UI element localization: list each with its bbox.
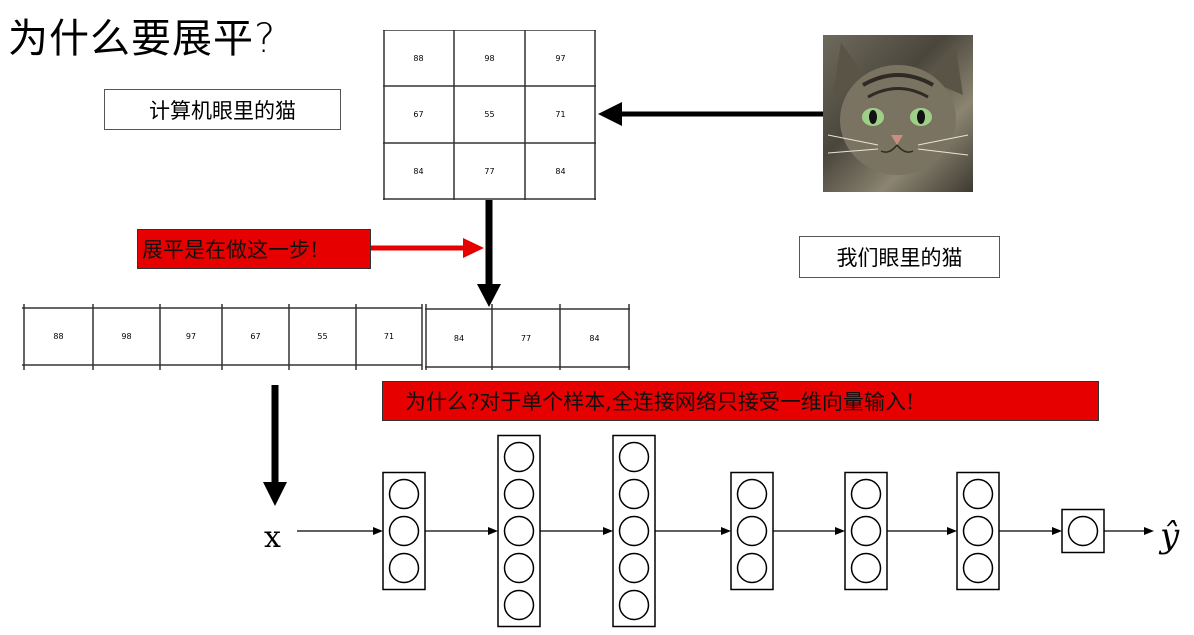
vector-cell: 67 — [250, 332, 261, 341]
layer-box — [844, 471, 888, 591]
neuron — [618, 441, 650, 473]
layer-box — [497, 434, 541, 628]
cat-image — [823, 35, 973, 192]
flat-vector: 88 98 97 67 55 71 84 77 84 — [22, 302, 632, 370]
vector-cell: 84 — [453, 334, 465, 343]
neuron — [736, 515, 768, 547]
matrix-cell: 55 — [484, 110, 495, 119]
neuron — [503, 552, 535, 584]
layer-box — [1061, 508, 1105, 554]
neuron — [618, 552, 650, 584]
pixel-matrix-grid — [383, 30, 596, 200]
layer-connection-arrowhead — [1144, 527, 1154, 535]
layer-connection-arrowhead — [1052, 527, 1062, 535]
arrow-matrix-down — [477, 200, 501, 307]
matrix-cell: 77 — [484, 166, 495, 176]
neuron — [388, 478, 420, 510]
layer-connection-arrowhead — [488, 527, 498, 535]
neuron — [503, 589, 535, 621]
cat-face-illustration — [827, 43, 969, 175]
flatten-note: 展平是在做这一步! — [137, 229, 371, 269]
layer-connection-arrowhead — [947, 527, 957, 535]
vector-cell: 55 — [317, 332, 328, 341]
neuron — [962, 478, 994, 510]
neuron — [618, 589, 650, 621]
matrix-cell: 84 — [413, 166, 424, 176]
neuron — [503, 441, 535, 473]
flat-vector-grid — [22, 304, 630, 370]
neuron — [1067, 515, 1099, 547]
vector-cell: 84 — [589, 334, 600, 343]
layer-connection-arrowhead — [835, 527, 845, 535]
matrix-cell: 88 — [413, 53, 424, 63]
layer-connection-arrowhead — [603, 527, 613, 535]
vector-cell: 77 — [520, 334, 532, 343]
matrix-cell: 98 — [484, 53, 495, 63]
arrow-vector-down — [263, 385, 287, 506]
layer-box — [612, 434, 656, 628]
neuron — [388, 552, 420, 584]
matrix-cell: 67 — [413, 110, 424, 119]
layer-box — [956, 471, 1000, 591]
pixel-matrix: 88 98 97 67 55 71 84 77 84 — [383, 30, 596, 200]
neuron — [962, 515, 994, 547]
neuron — [736, 478, 768, 510]
layer-connection-arrowhead — [721, 527, 731, 535]
neuron — [618, 478, 650, 510]
layer-box — [382, 471, 426, 591]
neuron — [850, 478, 882, 510]
red-arrow — [371, 238, 484, 258]
why-note: 为什么?对于单个样本,全连接网络只接受一维向量输入! — [382, 381, 1099, 421]
neuron — [736, 552, 768, 584]
human-cat-label: 我们眼里的猫 — [799, 236, 1000, 278]
output-yhat-label: ŷ — [1160, 516, 1180, 556]
arrow-cat-to-matrix — [598, 102, 823, 126]
neuron — [962, 552, 994, 584]
neuron — [388, 515, 420, 547]
layer-box — [730, 471, 774, 591]
neuron — [503, 515, 535, 547]
computer-cat-label: 计算机眼里的猫 — [104, 89, 341, 130]
matrix-cell: 97 — [555, 53, 566, 63]
vector-cell: 88 — [53, 332, 64, 341]
page-title: 为什么要展平? — [8, 16, 277, 62]
neuron — [503, 478, 535, 510]
neuron — [850, 552, 882, 584]
neuron — [850, 515, 882, 547]
neuron — [618, 515, 650, 547]
input-x-label: x — [264, 520, 281, 555]
matrix-cell: 84 — [555, 166, 566, 176]
vector-cell: 98 — [121, 332, 132, 341]
vector-cell: 97 — [185, 332, 197, 341]
vector-cell: 71 — [383, 332, 395, 341]
matrix-cell: 71 — [555, 110, 566, 119]
